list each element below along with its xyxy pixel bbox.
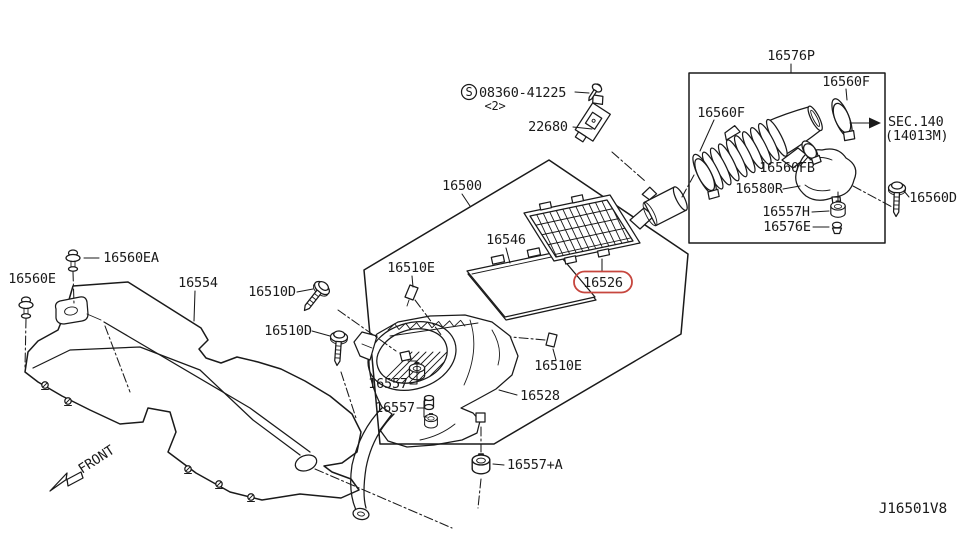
front-indicator: FRONT [49,442,117,492]
part-label-22680[interactable]: 22680 [528,119,568,135]
part-label-16546[interactable]: 16546 [486,232,526,248]
under-cover-16554 [24,281,453,529]
air-cleaner-body-16528 [350,314,519,521]
panel-hole [294,454,318,472]
screw-symbol-letter: S [465,85,472,99]
part-label-16554[interactable]: 16554 [178,275,218,291]
sec-140-arrow [849,117,881,129]
clip-16560E [18,296,34,369]
part-label-16510D-2[interactable]: 16510D [264,323,312,339]
clip-16510E-2 [510,332,558,348]
bolt-16510D-1 [297,277,334,317]
panel-tail-projection-line [314,468,453,529]
part-label-16560E[interactable]: 16560E [8,271,56,287]
grommet-16557A [471,453,491,475]
front-label: FRONT [75,442,117,477]
assembly-boundary-16500 [363,159,689,445]
part-label-16557-1[interactable]: 16557 [368,376,408,392]
air-duct-assembly-boundary-16576P [688,72,886,244]
drawing-number: J16501V8 [879,501,947,517]
part-label-16510D-1[interactable]: 16510D [248,284,296,300]
part-label-16576P[interactable]: 16576P [767,48,815,64]
bolt-16560D [886,181,907,218]
sec-ref-label-line1[interactable]: SEC.140 [888,114,944,130]
clip-16560EA [65,249,81,305]
screw-qty-label: <2> [484,99,505,113]
sensor-screw [588,83,603,102]
front-arrow-icon [49,471,84,492]
air-intake-hose [692,105,823,200]
panel-mount-projection-line [104,325,131,393]
outlet-duct [641,186,688,227]
filter-element-16546 [466,247,597,321]
part-label-16500[interactable]: 16500 [442,178,482,194]
part-label-16557A[interactable]: 16557+A [507,457,563,473]
part-label-16580R[interactable]: 16580R [735,181,784,197]
part-label-16560EA[interactable]: 16560EA [103,250,159,266]
hose-clamp-16560FB [801,140,822,166]
hose-clamp-16560F-right [831,98,856,142]
part-emphasis-16526[interactable]: 16526 [573,270,633,294]
bolt-16510D-2 [327,329,349,367]
part-label-16560FB[interactable]: 16560FB [759,160,815,176]
body-mount-arm [353,331,378,361]
part-label-08360-41225[interactable]: 08360-41225 [479,85,566,101]
part-label-16510E-1[interactable]: 16510E [387,260,435,276]
sec-ref-label-line2[interactable]: (14013M) [885,128,949,144]
panel-clip-bracket [54,296,89,325]
maf-sensor-22680 [574,83,646,182]
part-label-16526[interactable]: 16526 [583,275,623,291]
body-mount-nub [475,412,486,423]
leader-lines [83,63,910,466]
clip-16510E-1 [404,284,443,337]
part-label-16528[interactable]: 16528 [520,388,560,404]
part-label-16576E[interactable]: 16576E [763,219,811,235]
hose-clamp-16560F-left [692,153,720,200]
part-label-16510E-2[interactable]: 16510E [534,358,582,374]
mount-parts-16557-1 [399,350,426,381]
screw-symbol-badge: S [460,83,478,101]
clip-16576E [831,221,843,235]
part-label-16557-2[interactable]: 16557 [375,400,415,416]
part-emphasis-ellipse [573,270,633,294]
duct-to-hose-projection [681,174,695,198]
part-label-16560F-left[interactable]: 16560F [697,105,745,121]
part-label-16560F-top[interactable]: 16560F [822,74,870,90]
part-label-16560D[interactable]: 16560D [909,190,957,206]
body-spout [350,407,383,511]
grommet-16557H [830,200,846,218]
part-label-16557H[interactable]: 16557H [762,204,810,220]
